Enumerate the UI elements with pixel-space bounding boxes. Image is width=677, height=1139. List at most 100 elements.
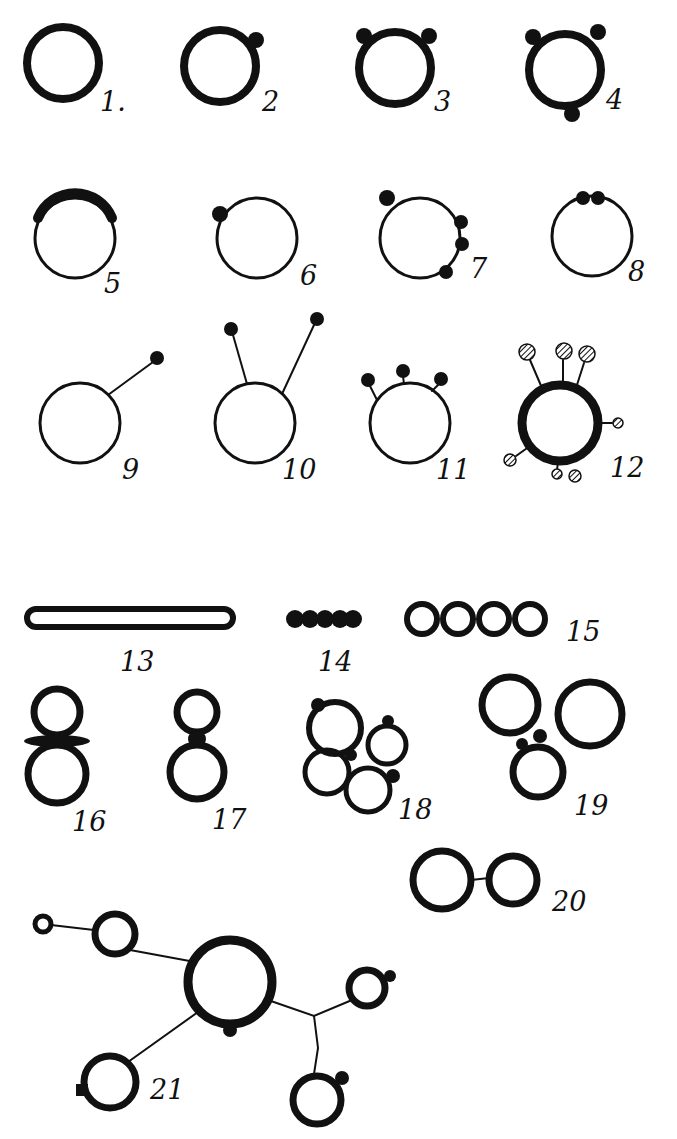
cell-shape — [293, 1076, 341, 1124]
pair-figure-16 — [24, 689, 90, 803]
cell-shape — [564, 106, 580, 122]
strand-line — [233, 335, 247, 384]
ring-figure-1 — [27, 27, 99, 99]
figure-number: 4 — [606, 86, 623, 113]
cell-shape — [396, 364, 410, 378]
cell-shape — [349, 970, 385, 1006]
cell-shape — [552, 469, 562, 479]
cell-shape — [579, 346, 595, 362]
cell-shape — [382, 715, 394, 727]
cell-shape — [361, 373, 375, 387]
cell-shape — [479, 604, 509, 634]
cell-shape — [84, 1056, 136, 1108]
strand-line — [282, 325, 314, 394]
cell-shape — [482, 677, 538, 733]
strand-line — [128, 1012, 198, 1062]
cell-shape — [413, 851, 471, 909]
cell-shape — [556, 343, 572, 359]
cell-shape — [335, 1071, 349, 1085]
cell-shape — [359, 32, 431, 104]
cell-shape — [455, 237, 469, 251]
strand-line — [130, 950, 195, 962]
figure-number: 20 — [552, 888, 586, 915]
cell-shape — [504, 454, 516, 466]
ring-figure-7 — [379, 190, 469, 279]
ring-figure-10 — [215, 312, 324, 463]
strand-line — [471, 878, 489, 880]
cell-shape — [344, 610, 362, 628]
cell-shape — [305, 750, 349, 794]
cell-shape — [368, 726, 406, 764]
figure-number: 11 — [436, 456, 470, 483]
cell-shape — [379, 190, 395, 206]
cell-shape — [421, 28, 437, 44]
cell-shape — [150, 351, 164, 365]
cluster-figure-18 — [305, 698, 406, 812]
cell-shape — [533, 729, 547, 743]
strand-line — [108, 362, 153, 395]
cell-shape — [356, 28, 372, 44]
ring-figure-3 — [356, 28, 437, 104]
cell-shape — [591, 191, 605, 205]
rod-figure-13 — [27, 609, 233, 627]
cell-shape — [223, 1023, 237, 1037]
figure-shape — [76, 1084, 88, 1096]
cell-shape — [380, 198, 460, 278]
cell-shape — [513, 747, 563, 797]
chain-figure-14 — [286, 610, 362, 628]
figure-number: 10 — [282, 456, 316, 483]
cell-shape — [248, 32, 264, 48]
strand-line — [530, 360, 542, 388]
figure-number: 9 — [122, 456, 139, 483]
ring-figure-12 — [504, 343, 623, 482]
cell-shape — [454, 215, 468, 229]
figure-number: 21 — [150, 1076, 184, 1103]
cell-shape — [439, 265, 453, 279]
strand-line — [268, 1000, 352, 1016]
figure-number: 2 — [262, 88, 279, 115]
cell-shape — [552, 196, 632, 276]
figure-shape — [24, 24, 632, 1124]
cell-shape — [27, 27, 99, 99]
figure-number: 16 — [72, 808, 106, 835]
cell-shape — [212, 206, 228, 222]
cluster-figure-19 — [482, 677, 622, 797]
cell-shape — [613, 418, 623, 428]
strand-line — [51, 925, 94, 930]
cell-shape — [558, 682, 622, 746]
cell-shape — [576, 191, 590, 205]
strand-line — [38, 193, 112, 218]
figure-number: 7 — [470, 255, 487, 282]
cell-shape — [407, 604, 437, 634]
figure-number: 12 — [610, 454, 644, 481]
cell-shape — [311, 698, 325, 712]
figure-number: 18 — [398, 796, 432, 823]
ring-figure-9 — [40, 351, 164, 463]
cell-shape — [215, 383, 295, 463]
cell-shape — [516, 738, 528, 750]
cell-shape — [515, 604, 545, 634]
cell-shape — [522, 385, 598, 461]
cell-shape — [170, 745, 224, 799]
strand-line — [562, 360, 564, 384]
figure-number: 19 — [574, 792, 608, 819]
cell-shape — [345, 749, 357, 761]
cell-shape — [434, 372, 448, 386]
figure-number: 13 — [120, 648, 154, 675]
ring-figure-2 — [184, 30, 264, 102]
ring-figure-5 — [35, 193, 115, 278]
cell-shape — [519, 344, 535, 360]
figure-shape — [24, 735, 90, 747]
figure-number: 5 — [104, 270, 121, 297]
strand-line — [314, 1016, 318, 1074]
cell-shape — [590, 24, 606, 40]
strand-line — [432, 385, 438, 391]
figure-number: 17 — [212, 806, 246, 833]
figure-shape — [27, 609, 233, 627]
ring-figure-8 — [552, 191, 632, 276]
figure-number: 8 — [628, 258, 645, 285]
figure-number: 1. — [100, 88, 126, 115]
cell-shape — [346, 768, 390, 812]
